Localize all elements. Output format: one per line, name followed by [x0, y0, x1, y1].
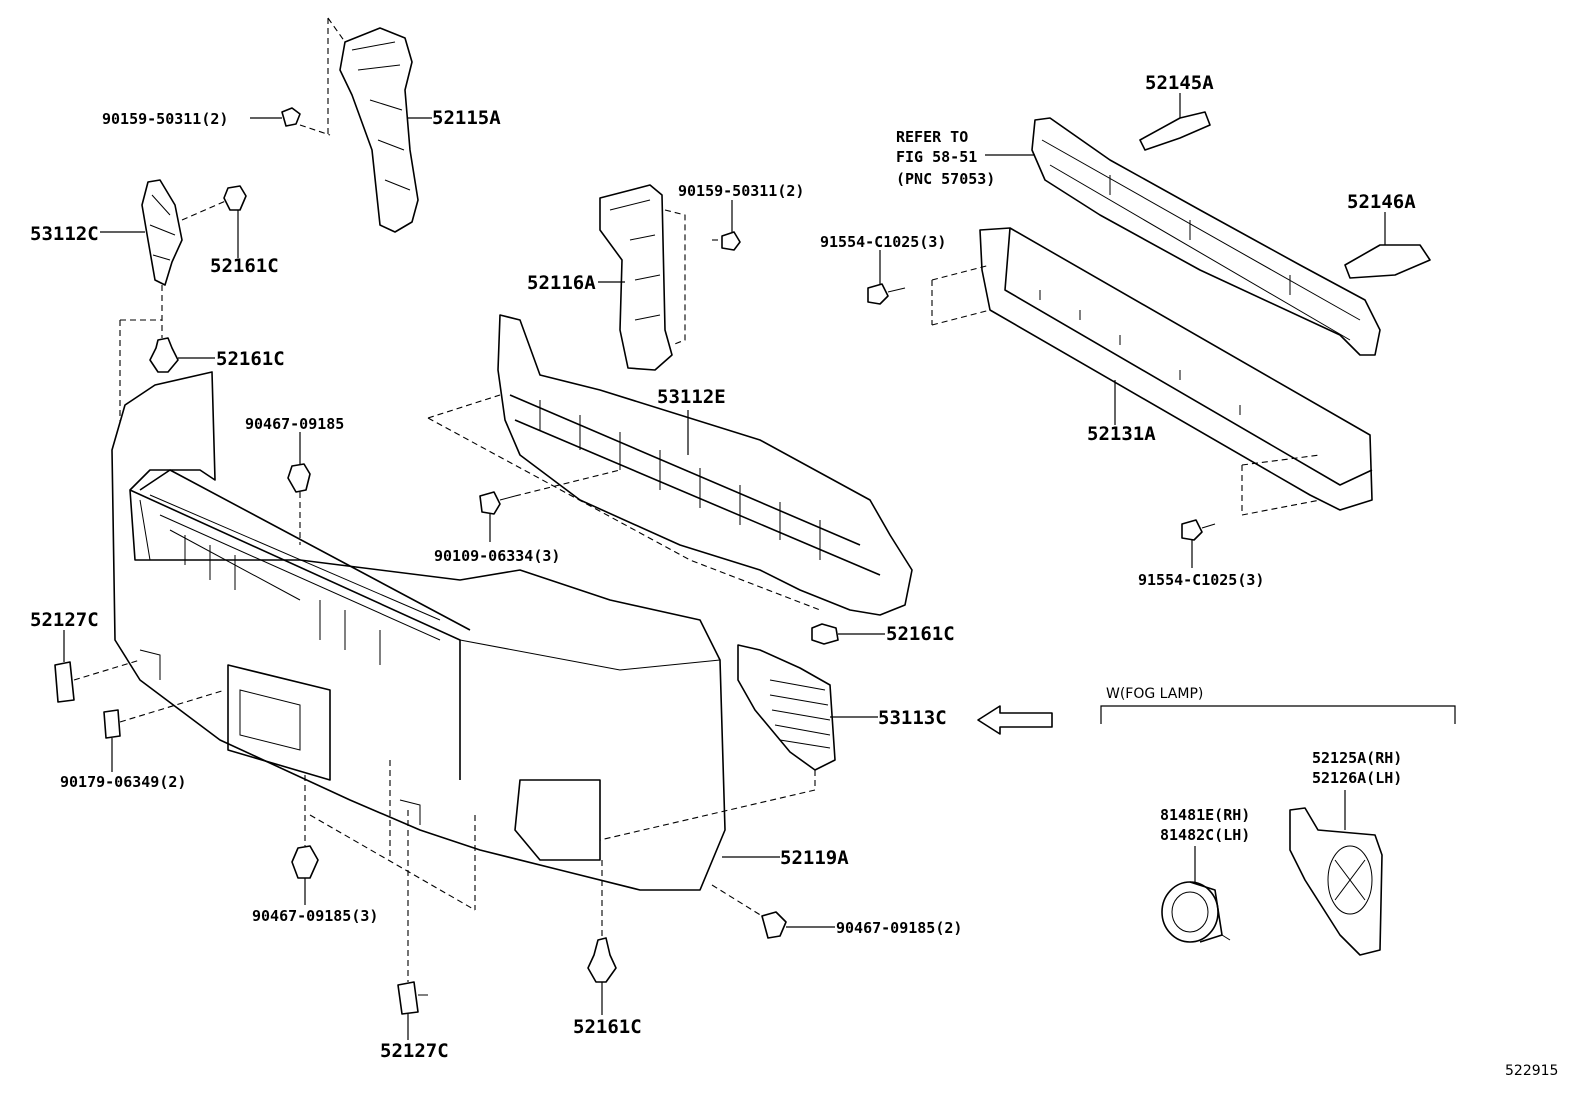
label-90159-50311-b: 90159-50311(2) [678, 182, 804, 200]
clip-52161C-d [587, 860, 617, 1015]
label-52119A: 52119A [780, 847, 849, 869]
label-52115A: 52115A [432, 107, 501, 129]
clip-90467-09185-c [711, 884, 835, 939]
label-52161C-b: 52161C [216, 348, 285, 370]
label-90109-06334: 90109-06334(3) [434, 547, 560, 565]
fog-lamp-bracket [1100, 705, 1456, 724]
clip-52161C-b [149, 285, 215, 373]
label-52126A: 52126A(LH) [1312, 769, 1402, 787]
label-52127C-a: 52127C [30, 609, 99, 631]
cover-52127C-a [54, 630, 141, 703]
nut-90179-06349 [103, 689, 226, 772]
label-52161C-a: 52161C [210, 255, 279, 277]
label-53113C: 53113C [878, 707, 947, 729]
fog-lamp-81481E [1161, 881, 1231, 943]
reinforcement-52131A [979, 227, 1373, 511]
reinforcement-upper [1031, 117, 1381, 356]
fog-cover-53113C [599, 644, 836, 841]
label-90467-09185-c: 90467-09185(2) [836, 919, 962, 937]
bracket-52146A [1344, 212, 1431, 279]
label-91554-C1025-b: 91554-C1025(3) [1138, 571, 1264, 589]
bolt-91554-C1025-a [867, 250, 906, 305]
absorber-53112E [497, 314, 913, 616]
bolt-90159-50311-b [712, 200, 741, 251]
clip-52161C-c [811, 623, 885, 645]
label-52116A: 52116A [527, 272, 596, 294]
label-90467-09185-a: 90467-09185 [245, 415, 344, 433]
label-52161C-c: 52161C [886, 623, 955, 645]
reference-number: 522915 [1505, 1063, 1558, 1079]
label-81482C: 81482C(LH) [1160, 826, 1250, 844]
label-90179-06349: 90179-06349(2) [60, 773, 186, 791]
label-90159-50311-a: 90159-50311(2) [102, 110, 228, 128]
label-refer-to: REFER TO [896, 128, 968, 146]
label-52127C-b: 52127C [380, 1040, 449, 1062]
bracket-52145A [1139, 93, 1211, 151]
label-52161C-d: 52161C [573, 1016, 642, 1038]
arrow-icon [977, 705, 1053, 735]
label-52145A: 52145A [1145, 72, 1214, 94]
bumper-cover-52119A [111, 371, 726, 891]
label-refer-pnc: (PNC 57053) [896, 170, 995, 188]
label-91554-C1025-a: 91554-C1025(3) [820, 233, 946, 251]
label-53112E: 53112E [657, 386, 726, 408]
cover-52127C-b [397, 810, 428, 1040]
clip-90467-09185-a [287, 432, 311, 545]
bracket-52116A [599, 184, 686, 371]
bracket-53112C [141, 179, 183, 286]
clip-52161C-a [181, 185, 247, 258]
label-52125A: 52125A(RH) [1312, 749, 1402, 767]
clip-90467-09185-b [291, 775, 319, 905]
label-refer-fig: FIG 58-51 [896, 148, 977, 166]
label-90467-09185-b: 90467-09185(3) [252, 907, 378, 925]
bolt-90109-06334 [479, 469, 621, 542]
fog-bracket-52125A [1289, 807, 1383, 956]
bolt-91554-C1025-b [1181, 519, 1216, 568]
bracket-52115A [299, 17, 419, 233]
label-52146A: 52146A [1347, 191, 1416, 213]
label-52131A: 52131A [1087, 423, 1156, 445]
label-w-fog-lamp: W(FOG LAMP) [1106, 686, 1203, 702]
bolt-90159-50311-a [250, 107, 301, 127]
label-53112C: 53112C [30, 223, 99, 245]
label-81481E: 81481E(RH) [1160, 806, 1250, 824]
